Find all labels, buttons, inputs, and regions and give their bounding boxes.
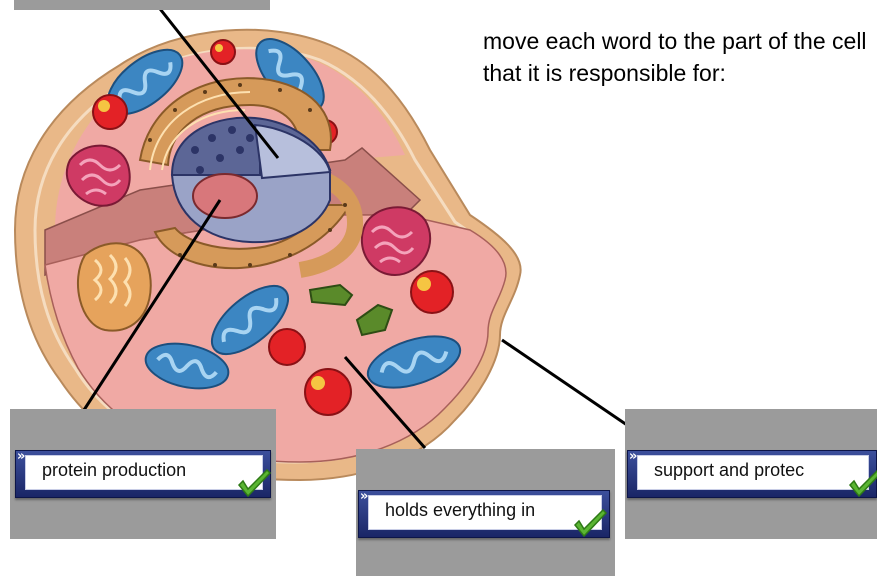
answer-tile-membrane[interactable]: » support and protec xyxy=(627,450,877,498)
answer-label: protein production xyxy=(42,460,186,481)
golgi-apparatus xyxy=(78,243,151,330)
nucleus xyxy=(172,118,330,243)
checkmark-icon xyxy=(236,469,272,499)
double-chevron-icon: » xyxy=(360,489,366,504)
double-chevron-icon: » xyxy=(629,449,635,464)
checkmark-icon xyxy=(572,509,608,539)
answer-label: holds everything in xyxy=(385,500,535,521)
instructions-text: move each word to the part of the cell t… xyxy=(483,25,877,89)
drop-zone-top[interactable] xyxy=(14,0,270,10)
double-chevron-icon: » xyxy=(17,449,23,464)
nucleolus xyxy=(193,174,257,218)
answer-tile-cytoplasm[interactable]: » holds everything in xyxy=(358,490,610,538)
leader-line-membrane xyxy=(502,340,627,425)
answer-label: support and protec xyxy=(654,460,804,481)
answer-tile-protein[interactable]: » protein production xyxy=(15,450,271,498)
checkmark-icon xyxy=(847,469,877,499)
